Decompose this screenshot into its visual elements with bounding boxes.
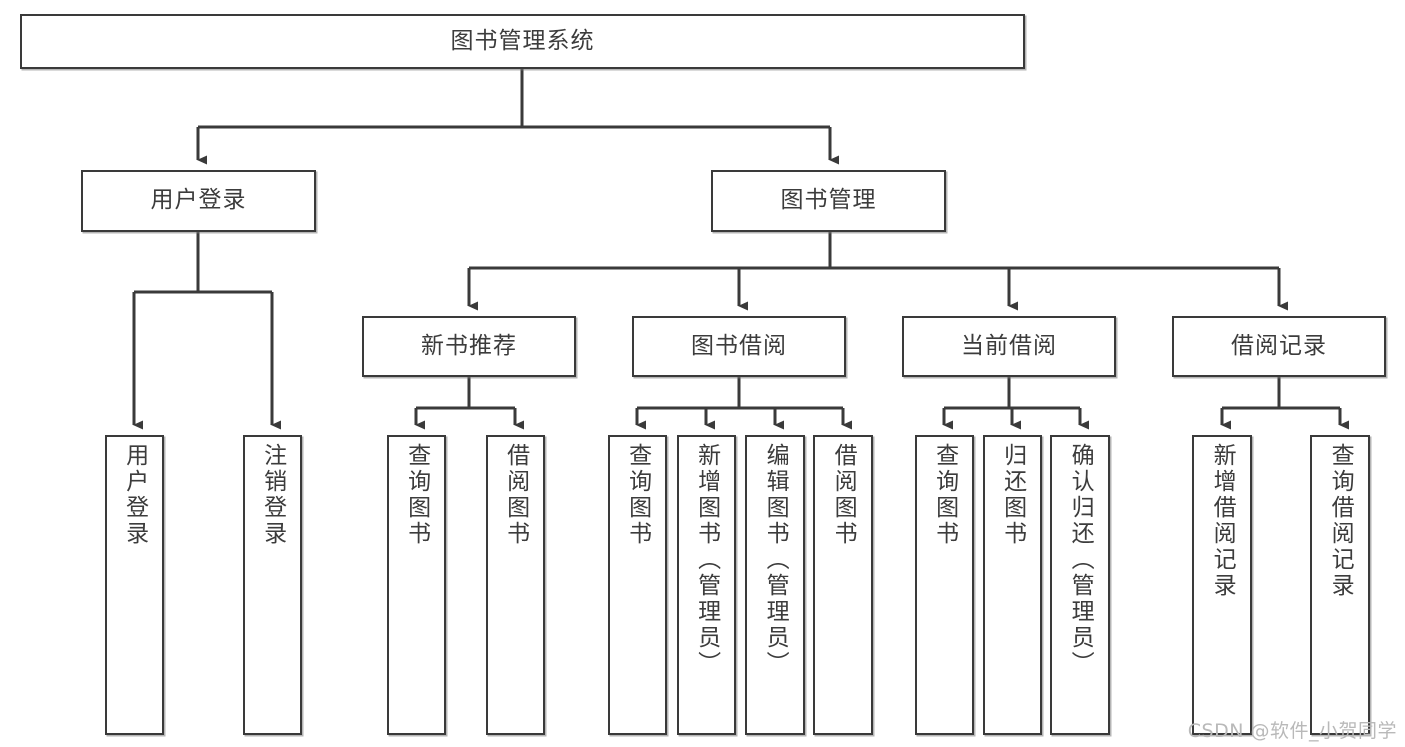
watermark: CSDN @软件_小贺同学 xyxy=(1187,720,1397,742)
node-user-login[interactable]: 用户登录 xyxy=(81,170,316,232)
node-leaf-logout-login[interactable]: 注销登录 xyxy=(243,435,302,735)
node-leaf-borrow-book-2[interactable]: 借阅图书 xyxy=(813,435,873,735)
node-borrow-record-label: 借阅记录 xyxy=(1231,332,1327,359)
node-new-book-recommend-label: 新书推荐 xyxy=(421,332,517,359)
node-leaf-add-record[interactable]: 新增借阅记录 xyxy=(1192,435,1252,735)
node-leaf-user-login-label: 用户登录 xyxy=(121,443,148,547)
node-leaf-edit-book[interactable]: 编辑图书（管理员） xyxy=(745,435,805,735)
node-new-book-recommend[interactable]: 新书推荐 xyxy=(362,316,576,377)
node-leaf-confirm-return[interactable]: 确认归还（管理员） xyxy=(1050,435,1110,735)
node-leaf-user-login[interactable]: 用户登录 xyxy=(105,435,164,735)
node-leaf-borrow-book-2-label: 借阅图书 xyxy=(830,443,857,547)
node-leaf-borrow-book-1[interactable]: 借阅图书 xyxy=(486,435,545,735)
node-book-borrow[interactable]: 图书借阅 xyxy=(632,316,846,377)
node-leaf-query-book-3-label: 查询图书 xyxy=(931,443,958,547)
node-leaf-query-book-2-label: 查询图书 xyxy=(624,443,651,547)
node-leaf-add-book-label: 新增图书（管理员） xyxy=(693,443,720,677)
node-root-label: 图书管理系统 xyxy=(450,27,595,54)
node-leaf-query-record[interactable]: 查询借阅记录 xyxy=(1310,435,1370,735)
node-leaf-query-book-3[interactable]: 查询图书 xyxy=(915,435,974,735)
node-leaf-add-book[interactable]: 新增图书（管理员） xyxy=(677,435,736,735)
node-leaf-edit-book-label: 编辑图书（管理员） xyxy=(762,443,789,677)
node-leaf-confirm-return-label: 确认归还（管理员） xyxy=(1067,443,1094,677)
node-leaf-borrow-book-1-label: 借阅图书 xyxy=(502,443,529,547)
node-current-borrow[interactable]: 当前借阅 xyxy=(902,316,1116,377)
node-leaf-query-book-2[interactable]: 查询图书 xyxy=(608,435,667,735)
node-leaf-add-record-label: 新增借阅记录 xyxy=(1209,443,1236,599)
node-leaf-query-book-1-label: 查询图书 xyxy=(403,443,430,547)
node-leaf-query-book-1[interactable]: 查询图书 xyxy=(387,435,446,735)
node-book-manage-label: 图书管理 xyxy=(780,187,877,214)
node-root[interactable]: 图书管理系统 xyxy=(20,14,1025,69)
node-current-borrow-label: 当前借阅 xyxy=(961,332,1057,359)
node-leaf-query-record-label: 查询借阅记录 xyxy=(1327,443,1354,599)
node-leaf-return-book-label: 归还图书 xyxy=(999,443,1026,547)
node-user-login-label: 用户登录 xyxy=(150,187,247,214)
node-borrow-record[interactable]: 借阅记录 xyxy=(1172,316,1386,377)
node-book-manage[interactable]: 图书管理 xyxy=(711,170,946,232)
node-leaf-return-book[interactable]: 归还图书 xyxy=(983,435,1042,735)
node-book-borrow-label: 图书借阅 xyxy=(691,332,787,359)
node-leaf-logout-login-label: 注销登录 xyxy=(259,443,286,547)
